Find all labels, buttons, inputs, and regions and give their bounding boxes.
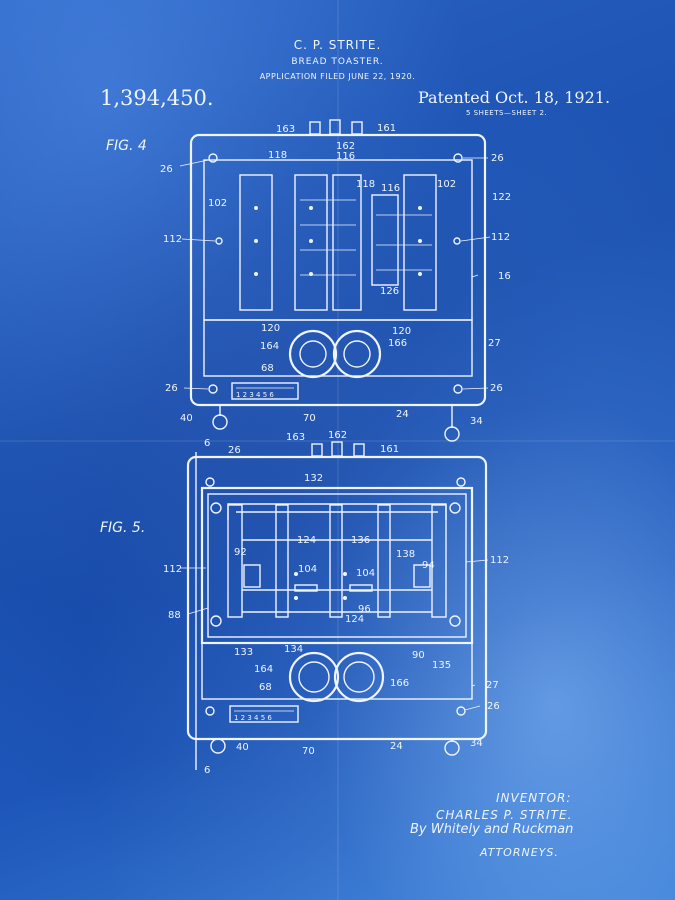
inventor-label: INVENTOR: (496, 791, 571, 805)
control-164 (290, 653, 338, 701)
knob-162 (332, 442, 342, 456)
label: 136 (351, 535, 370, 546)
label: 34 (470, 738, 483, 749)
fig4-dial-numbers: 1 2 3 4 5 6 (236, 391, 274, 399)
knob-163 (310, 122, 320, 134)
label: 102 (437, 179, 456, 190)
label: 166 (390, 678, 409, 689)
label: 138 (396, 549, 415, 560)
label: 112 (163, 564, 182, 575)
label: 88 (168, 610, 181, 621)
label: 132 (304, 473, 323, 484)
label: 116 (381, 183, 400, 194)
label: 34 (470, 416, 483, 427)
foot-40 (213, 415, 227, 429)
label: 163 (276, 124, 295, 135)
label: 24 (396, 409, 409, 420)
label: 90 (412, 650, 425, 661)
label: 26 (487, 701, 500, 712)
label: 6 (204, 438, 210, 449)
label: 68 (259, 682, 272, 693)
label: 164 (260, 341, 279, 352)
label: 116 (336, 151, 355, 162)
screw (216, 238, 222, 244)
control-164 (290, 331, 336, 377)
label: 104 (356, 568, 375, 579)
label: 161 (380, 444, 399, 455)
label: 118 (356, 179, 375, 190)
figure-4-drawing: 1 2 3 4 5 6 163 161 162 116 118 118 116 … (160, 120, 511, 441)
inventor-signature-name: CHARLES P. STRITE. (436, 808, 572, 822)
label: 27 (488, 338, 501, 349)
slot-center-right (333, 175, 361, 310)
attorneys-label: ATTORNEYS. (480, 846, 559, 859)
screw (209, 154, 217, 162)
label: 166 (388, 338, 407, 349)
label: 162 (328, 430, 347, 441)
label: 120 (261, 323, 280, 334)
fig5-dial-numbers: 1 2 3 4 5 6 (234, 714, 272, 722)
label: 26 (490, 383, 503, 394)
label: 124 (297, 535, 316, 546)
label: 26 (160, 164, 173, 175)
knob-161 (352, 122, 362, 134)
label: 26 (228, 445, 241, 456)
knob-163 (312, 444, 322, 456)
label: 104 (298, 564, 317, 575)
label: 40 (236, 742, 249, 753)
label: 112 (490, 555, 509, 566)
control-166 (334, 331, 380, 377)
screw (454, 238, 460, 244)
label: 26 (491, 153, 504, 164)
fig4-upper-panel (204, 160, 472, 320)
slot-right-inner (372, 195, 398, 285)
label: 122 (492, 192, 511, 203)
label: 118 (268, 150, 287, 161)
knob-162 (330, 120, 340, 134)
knob-161 (354, 444, 364, 456)
foot-40 (211, 739, 225, 753)
label: 92 (234, 547, 247, 558)
label: 133 (234, 647, 253, 658)
attorneys-signature: By Whitely and Ruckman (410, 822, 573, 837)
label: 24 (390, 741, 403, 752)
label: 164 (254, 664, 273, 675)
label: 161 (377, 123, 396, 134)
label: 27 (486, 680, 499, 691)
control-166 (335, 653, 383, 701)
label: 120 (392, 326, 411, 337)
label: 134 (284, 644, 303, 655)
screw (209, 385, 217, 393)
label: 124 (345, 614, 364, 625)
label: 70 (302, 746, 315, 757)
label: 163 (286, 432, 305, 443)
label: 70 (303, 413, 316, 424)
label: 6 (204, 765, 210, 776)
label: 94 (422, 560, 435, 571)
figure-5-drawing: 1 2 3 4 5 6 6 6 26 163 162 161 132 124 1… (163, 430, 509, 776)
foot-34 (445, 427, 459, 441)
screw (454, 154, 462, 162)
label: 135 (432, 660, 451, 671)
screw (454, 385, 462, 393)
foot-34 (445, 741, 459, 755)
label: 126 (380, 286, 399, 297)
label: 40 (180, 413, 193, 424)
label: 16 (498, 271, 511, 282)
label: 26 (165, 383, 178, 394)
fig5-housing (188, 457, 486, 739)
label: 102 (208, 198, 227, 209)
label: 112 (491, 232, 510, 243)
label: 112 (163, 234, 182, 245)
label: 68 (261, 363, 274, 374)
